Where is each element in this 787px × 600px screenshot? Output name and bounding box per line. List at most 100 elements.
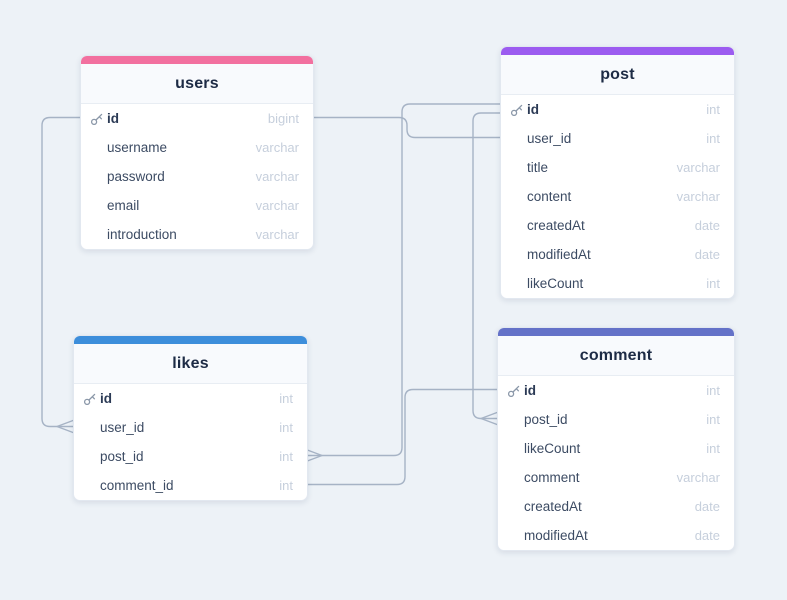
field-type: int [706,102,720,117]
key-icon-placeholder [509,161,525,175]
field-row-likes-comment_id[interactable]: comment_id int [74,471,307,500]
key-icon-placeholder [509,248,525,262]
key-icon-placeholder [509,190,525,204]
primary-key-icon [82,392,98,406]
key-icon-placeholder [506,442,522,456]
primary-key-icon [89,112,105,126]
key-icon-placeholder [82,450,98,464]
field-row-comment-post_id[interactable]: post_id int [498,405,734,434]
field-name: post_id [524,412,568,427]
field-name: createdAt [527,218,585,233]
relationship-likes-post[interactable] [305,103,501,457]
relationship-likes-comment[interactable] [305,388,498,486]
table-accent-strip [81,56,313,64]
key-icon-placeholder [509,277,525,291]
field-row-users-username[interactable]: username varchar [81,133,313,162]
key-icon-placeholder [89,141,105,155]
field-row-comment-createdAt[interactable]: createdAt date [498,492,734,521]
field-name: comment [524,470,580,485]
field-row-post-createdAt[interactable]: createdAt date [501,211,734,240]
crowfoot-likes-user-id [56,419,74,434]
field-row-users-password[interactable]: password varchar [81,162,313,191]
key-icon-placeholder [82,421,98,435]
field-type: varchar [255,140,299,155]
key-icon-placeholder [506,529,522,543]
field-row-comment-modifiedAt[interactable]: modifiedAt date [498,521,734,550]
field-type: int [706,383,720,398]
field-name: username [107,140,168,155]
field-name: id [524,383,536,398]
field-type: date [694,218,720,233]
primary-key-icon [506,384,522,398]
key-icon-placeholder [509,132,525,146]
field-type: varchar [676,470,720,485]
field-type: date [694,247,720,262]
field-name: id [527,102,539,117]
field-name: user_id [527,131,572,146]
field-row-comment-likeCount[interactable]: likeCount int [498,434,734,463]
field-name: id [107,111,119,126]
field-type: int [706,412,720,427]
relationship-comment-post[interactable] [472,112,501,420]
field-row-comment-id[interactable]: id int [498,376,734,405]
field-name: password [107,169,165,184]
key-icon-placeholder [89,228,105,242]
field-row-users-email[interactable]: email varchar [81,191,313,220]
key-icon-placeholder [89,170,105,184]
table-users[interactable]: users id bigint username varchar password var… [80,55,314,250]
field-type: int [279,420,293,435]
field-name: modifiedAt [524,528,588,543]
field-type: int [706,441,720,456]
field-row-comment-comment[interactable]: comment varchar [498,463,734,492]
field-name: likeCount [527,276,584,291]
key-icon-placeholder [89,199,105,213]
field-name: title [527,160,549,175]
field-row-post-id[interactable]: id int [501,95,734,124]
table-title: likes [74,344,307,384]
field-name: id [100,391,112,406]
field-type: date [694,499,720,514]
field-type: varchar [255,198,299,213]
field-type: varchar [676,189,720,204]
field-name: modifiedAt [527,247,591,262]
field-type: varchar [255,169,299,184]
field-type: varchar [676,160,720,175]
table-title: post [501,55,734,95]
relationship-users-likes[interactable] [41,116,81,428]
relationship-users-post[interactable] [311,116,501,139]
field-name: introduction [107,227,177,242]
field-name: likeCount [524,441,581,456]
field-type: int [279,449,293,464]
crowfoot-likes-post-id [305,448,323,463]
field-name: email [107,198,140,213]
key-icon-placeholder [506,413,522,427]
key-icon-placeholder [506,500,522,514]
field-name: comment_id [100,478,174,493]
field-type: bigint [267,111,299,126]
field-type: int [279,478,293,493]
crowfoot-comment-post-id [480,411,498,426]
field-row-post-title[interactable]: title varchar [501,153,734,182]
table-title: comment [498,336,734,376]
field-name: createdAt [524,499,582,514]
field-row-users-id[interactable]: id bigint [81,104,313,133]
field-row-post-modifiedAt[interactable]: modifiedAt date [501,240,734,269]
field-type: date [694,528,720,543]
key-icon-placeholder [506,471,522,485]
table-title: users [81,64,313,104]
